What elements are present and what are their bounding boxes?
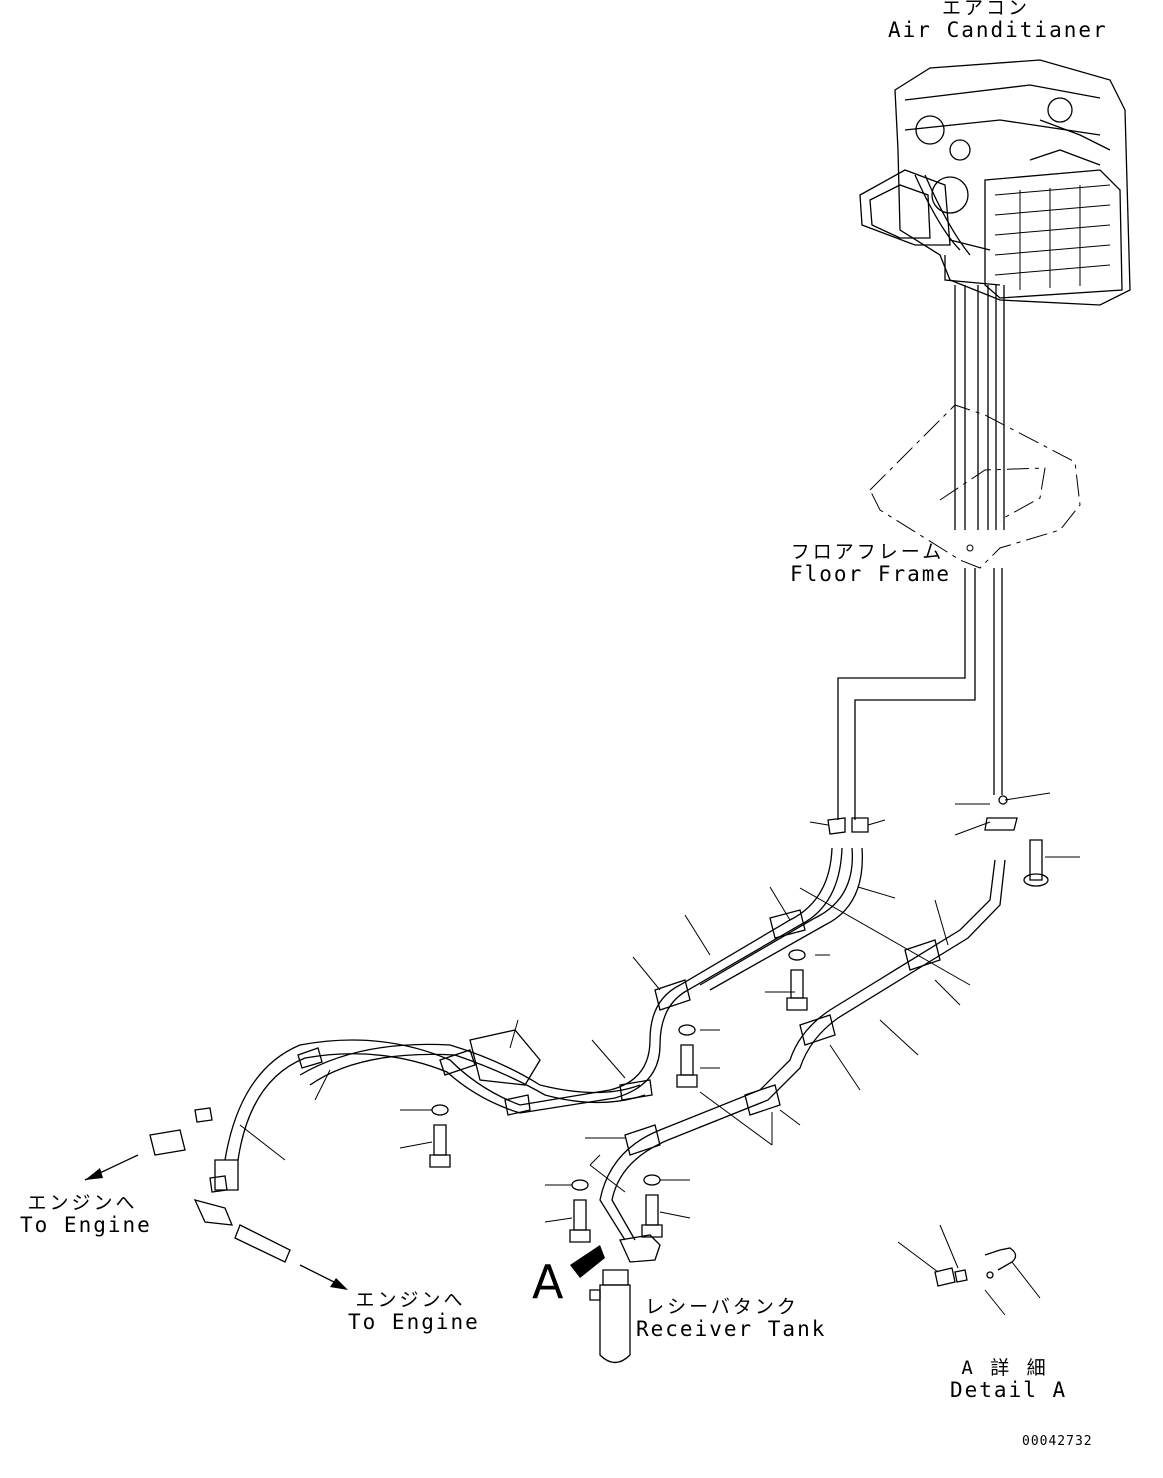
view-a-marker: A [532, 1255, 564, 1309]
engine-connectors [84, 1107, 348, 1290]
air-conditioner-label-jp: エアコン [941, 0, 1030, 19]
to-engine-label-right-jp: エンジンへ [355, 1289, 466, 1311]
lines-below-floor [837, 568, 1003, 820]
floor-frame-outline [869, 404, 1081, 569]
to-engine-label-left-jp: エンジンへ [27, 1192, 138, 1214]
hose-bundle [214, 847, 1006, 1241]
receiver-tank-label-en: Receiver Tank [636, 1316, 827, 1341]
to-engine-label-left-en: To Engine [20, 1212, 152, 1237]
air-conditioner-unit [859, 59, 1131, 306]
floor-frame-label: フロアフレーム Floor Frame [790, 541, 952, 586]
vertical-refrigerant-lines [954, 285, 1005, 530]
floor-frame-label-en: Floor Frame [790, 561, 952, 586]
to-engine-label-right: エンジンへ To Engine [348, 1289, 480, 1334]
detail-a-fitting [934, 1247, 1017, 1287]
document-number: 00042732 [1022, 1434, 1093, 1449]
hose-fittings-top [827, 795, 1049, 887]
to-engine-label-left: エンジンへ To Engine [20, 1192, 152, 1237]
detail-a-label-en: Detail A [950, 1377, 1068, 1402]
detail-a-label: A 詳 細 Detail A [950, 1357, 1068, 1402]
receiver-tank-label-jp: レシーバタンク [645, 1296, 799, 1318]
to-engine-label-right-en: To Engine [348, 1309, 480, 1334]
receiver-tank-label: レシーバタンク Receiver Tank [636, 1296, 827, 1341]
receiver-tank [570, 1234, 661, 1364]
leader-lines [239, 792, 1080, 1316]
air-conditioner-label: エアコン Air Canditianer [888, 0, 1108, 42]
bolts-and-washers [429, 949, 808, 1243]
floor-frame-label-jp: フロアフレーム [790, 541, 945, 563]
air-conditioner-label-en: Air Canditianer [888, 17, 1108, 42]
detail-a-label-jp: A 詳 細 [961, 1357, 1049, 1379]
